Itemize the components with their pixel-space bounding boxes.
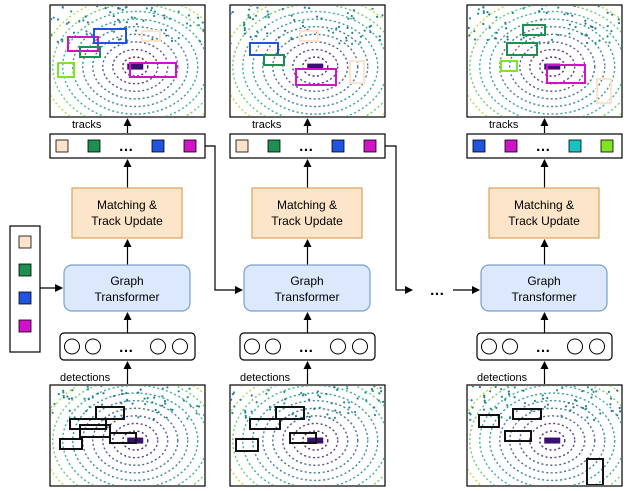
track-green-square xyxy=(87,139,101,153)
detection-node xyxy=(481,338,497,355)
detection-node xyxy=(244,338,260,355)
detection-node xyxy=(589,338,605,355)
track-peach-square xyxy=(55,139,69,153)
lidar-frame-border xyxy=(49,384,206,487)
transformer-box xyxy=(63,264,191,312)
transformer-label-line2: Transformer xyxy=(275,290,340,304)
initial-track-peach-square xyxy=(18,235,32,249)
lidar-points xyxy=(231,6,384,116)
matching-box xyxy=(71,187,183,239)
detection-node xyxy=(502,338,518,355)
lidar-frame-border xyxy=(466,384,623,487)
lidar-frame-border xyxy=(229,384,386,487)
matching-box xyxy=(488,187,600,239)
detection-node xyxy=(150,338,166,355)
tracks-label-t3: tracks xyxy=(489,119,519,131)
output-lidar-frame-t2 xyxy=(229,4,386,118)
matching-label-line1: Matching & xyxy=(277,198,337,212)
arrow-tracks-t1-to-transformer-t2 xyxy=(205,145,243,294)
input-lidar-frame-t2 xyxy=(229,384,386,487)
track-magenta-square xyxy=(183,139,197,153)
initial-track-green-square xyxy=(18,263,32,277)
track-blue-square xyxy=(331,139,345,153)
matching-track-update-t1: Matching & Track Update xyxy=(71,187,183,239)
tracks-box-t3: … xyxy=(466,133,623,159)
detection-node xyxy=(330,338,346,355)
tracks-ellipsis: … xyxy=(119,138,134,155)
detections-ellipsis: … xyxy=(536,339,551,356)
lidar-points xyxy=(231,386,384,485)
between-columns-ellipsis: … xyxy=(430,282,445,299)
detections-box-t2: … xyxy=(239,332,376,361)
detections-label-t1: detections xyxy=(60,372,111,384)
arrow-tracks-t2-to-next xyxy=(385,145,413,294)
detection-node xyxy=(567,338,583,355)
track-blue-square xyxy=(472,139,486,153)
tracks-container xyxy=(466,133,623,159)
initial-track-magenta-square xyxy=(18,319,32,333)
initial-track-blue-square xyxy=(18,291,32,305)
tracks-label-t1: tracks xyxy=(72,119,102,131)
matching-label-line2: Track Update xyxy=(508,214,580,228)
transformer-label-line2: Transformer xyxy=(512,290,577,304)
initial-tracks-column xyxy=(9,225,41,353)
tracks-container xyxy=(49,133,206,159)
tracks-ellipsis: … xyxy=(299,138,314,155)
track-green-square xyxy=(267,139,281,153)
track-magenta-square xyxy=(504,139,518,153)
lidar-points xyxy=(468,6,621,116)
matching-track-update-t3: Matching & Track Update xyxy=(488,187,600,239)
detection-node xyxy=(64,338,80,355)
input-lidar-frame-t3 xyxy=(466,384,623,487)
output-lidar-frame-t3 xyxy=(466,4,623,118)
tracks-box-t1: … xyxy=(49,133,206,159)
matching-box xyxy=(251,187,363,239)
matching-label-line2: Track Update xyxy=(271,214,343,228)
detection-node xyxy=(265,338,281,355)
detection-node xyxy=(352,338,368,355)
transformer-box xyxy=(243,264,371,312)
lidar-points xyxy=(468,386,621,485)
transformer-label-line1: Graph xyxy=(290,274,323,288)
detection-node xyxy=(172,338,188,355)
tracks-ellipsis: … xyxy=(536,138,551,155)
input-lidar-frame-t1 xyxy=(49,384,206,487)
output-lidar-frame-t1 xyxy=(49,4,206,118)
detections-box-t3: … xyxy=(476,332,613,361)
matching-label-line1: Matching & xyxy=(514,198,574,212)
track-blue-square xyxy=(151,139,165,153)
detections-label-t3: detections xyxy=(477,372,528,384)
track-cyan-square xyxy=(568,139,582,153)
transformer-label-line1: Graph xyxy=(527,274,560,288)
detections-box-t1: … xyxy=(59,332,196,361)
tracks-label-t2: tracks xyxy=(252,119,282,131)
lidar-frame-border xyxy=(466,4,623,118)
matching-label-line2: Track Update xyxy=(91,214,163,228)
track-peach-square xyxy=(235,139,249,153)
detections-ellipsis: … xyxy=(299,339,314,356)
detections-ellipsis: … xyxy=(119,339,134,356)
detection-node xyxy=(85,338,101,355)
transformer-label-line2: Transformer xyxy=(95,290,160,304)
matching-label-line1: Matching & xyxy=(97,198,157,212)
lidar-points xyxy=(51,6,204,116)
detections-label-t2: detections xyxy=(240,372,291,384)
tracks-box-t2: … xyxy=(229,133,386,159)
track-magenta-square xyxy=(363,139,377,153)
transformer-box xyxy=(480,264,608,312)
matching-track-update-t2: Matching & Track Update xyxy=(251,187,363,239)
transformer-label-line1: Graph xyxy=(110,274,143,288)
track-lime-square xyxy=(600,139,614,153)
lidar-points xyxy=(51,386,204,485)
